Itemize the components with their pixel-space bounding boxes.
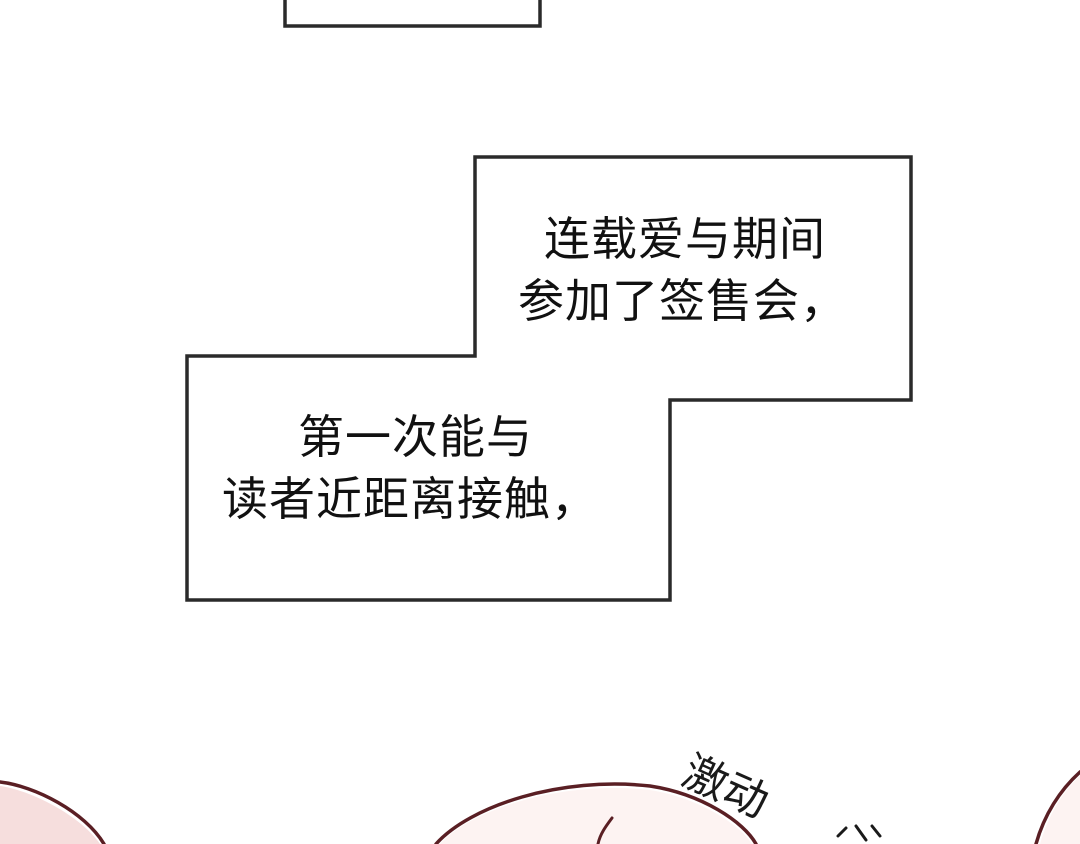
caption-box-a-text: 连载爱与期间 参加了签售会， [518, 208, 847, 332]
character-outline-right [1034, 770, 1080, 844]
caption-b-line-1: 第一次能与 [298, 410, 533, 464]
character-head-center [440, 788, 752, 844]
character-hair-strand [596, 816, 614, 844]
caption-b-line-2: 读者近距离接触， [222, 472, 598, 526]
top-panel-frame [283, 0, 542, 28]
caption-a-line-2: 参加了签售会， [518, 274, 847, 328]
character-outline-left [0, 780, 106, 844]
caption-box-b-text: 第一次能与 读者近距离接触， [222, 406, 598, 530]
caption-box-frame [185, 155, 913, 602]
character-outline-center [434, 782, 758, 844]
character-right-fill [1040, 776, 1080, 844]
sfx-fragment [836, 824, 882, 842]
caption-a-line-1: 连载爱与期间 [544, 212, 826, 266]
character-cheek-left [0, 786, 100, 844]
